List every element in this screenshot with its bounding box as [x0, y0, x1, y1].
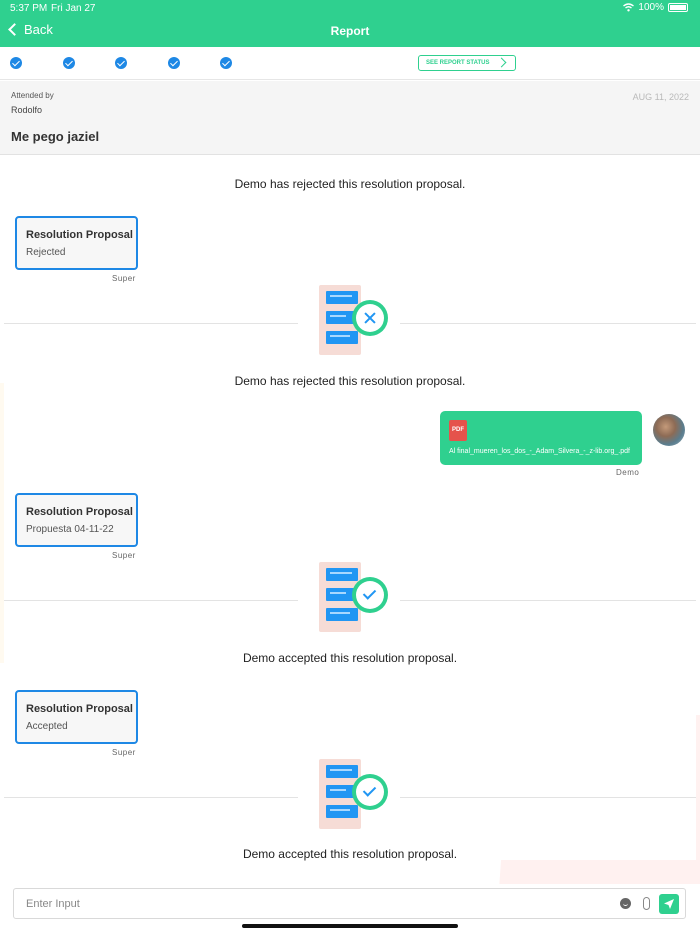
step-2-check-icon[interactable]	[63, 57, 75, 69]
feed-edge-tint-right	[696, 715, 700, 884]
attended-label: Attended by	[11, 91, 54, 100]
message-sender: Super	[112, 748, 136, 757]
message-feed[interactable]: Demo has rejected this resolution propos…	[0, 155, 700, 884]
system-message: Demo accepted this resolution proposal.	[242, 847, 458, 861]
nav-bar: Back Report	[0, 16, 700, 47]
system-message: Demo has rejected this resolution propos…	[234, 177, 466, 191]
status-right: 100%	[623, 2, 688, 13]
send-button[interactable]	[659, 894, 679, 914]
proposal-title: Resolution Proposal	[26, 703, 133, 715]
attended-name: Rodolfo	[11, 105, 43, 115]
home-indicator	[242, 924, 458, 928]
back-button[interactable]: Back	[6, 22, 53, 37]
step-4-check-icon[interactable]	[168, 57, 180, 69]
message-sender: Super	[112, 551, 136, 560]
step-3-check-icon[interactable]	[115, 57, 127, 69]
battery-percent: 100%	[638, 2, 664, 13]
see-report-status-label: SEE REPORT STATUS	[426, 60, 490, 66]
doc-accepted-icon	[319, 562, 391, 632]
doc-rejected-icon	[319, 285, 391, 355]
system-message: Demo accepted this resolution proposal.	[242, 651, 458, 665]
resolution-proposal-card[interactable]: Resolution Proposal Propuesta 04-11-22	[15, 493, 138, 547]
message-sender: Super	[112, 274, 136, 283]
emoji-icon[interactable]	[620, 898, 631, 909]
file-attachment-bubble[interactable]: PDF Al final_mueren_los_dos_-_Adam_Silve…	[440, 411, 642, 465]
message-input[interactable]	[15, 890, 605, 917]
status-time: 5:37 PM	[10, 3, 48, 14]
paperclip-icon[interactable]	[643, 897, 650, 910]
report-info: Attended by Rodolfo AUG 11, 2022 Me pego…	[0, 81, 700, 155]
send-icon	[664, 899, 674, 909]
status-date: Fri Jan 27	[51, 3, 96, 14]
battery-icon	[668, 3, 688, 12]
chevron-right-icon	[496, 57, 507, 68]
proposal-subtitle: Rejected	[26, 247, 66, 258]
divider-left	[4, 323, 298, 324]
divider-left	[4, 600, 298, 601]
avatar[interactable]	[653, 414, 685, 446]
file-name: Al final_mueren_los_dos_-_Adam_Silvera_-…	[449, 448, 630, 455]
resolution-proposal-card[interactable]: Resolution Proposal Accepted	[15, 690, 138, 744]
feed-edge-tint	[0, 383, 4, 663]
page-title: Report	[330, 24, 370, 38]
proposal-title: Resolution Proposal	[26, 506, 133, 518]
wifi-icon	[623, 3, 635, 12]
divider-left	[4, 797, 298, 798]
divider-right	[400, 323, 696, 324]
feed-bottom-tint	[498, 860, 700, 884]
pdf-file-icon: PDF	[449, 420, 467, 441]
divider-right	[400, 600, 696, 601]
status-bar: 5:37 PM Fri Jan 27 100%	[0, 0, 700, 16]
message-sender: Demo	[616, 468, 640, 477]
divider-right	[400, 797, 696, 798]
see-report-status-button[interactable]: SEE REPORT STATUS	[418, 55, 516, 71]
back-label: Back	[24, 22, 53, 37]
proposal-subtitle: Propuesta 04-11-22	[26, 524, 114, 535]
system-message: Demo has rejected this resolution propos…	[234, 374, 466, 388]
resolution-proposal-card[interactable]: Resolution Proposal Rejected	[15, 216, 138, 270]
proposal-subtitle: Accepted	[26, 721, 68, 732]
step-5-check-icon[interactable]	[220, 57, 232, 69]
doc-accepted-icon	[319, 759, 391, 829]
composer	[13, 888, 686, 919]
proposal-title: Resolution Proposal	[26, 229, 133, 241]
report-title: Me pego jaziel	[11, 129, 100, 144]
report-date: AUG 11, 2022	[632, 92, 689, 102]
step-1-check-icon[interactable]	[10, 57, 22, 69]
progress-steps: SEE REPORT STATUS	[0, 47, 700, 80]
